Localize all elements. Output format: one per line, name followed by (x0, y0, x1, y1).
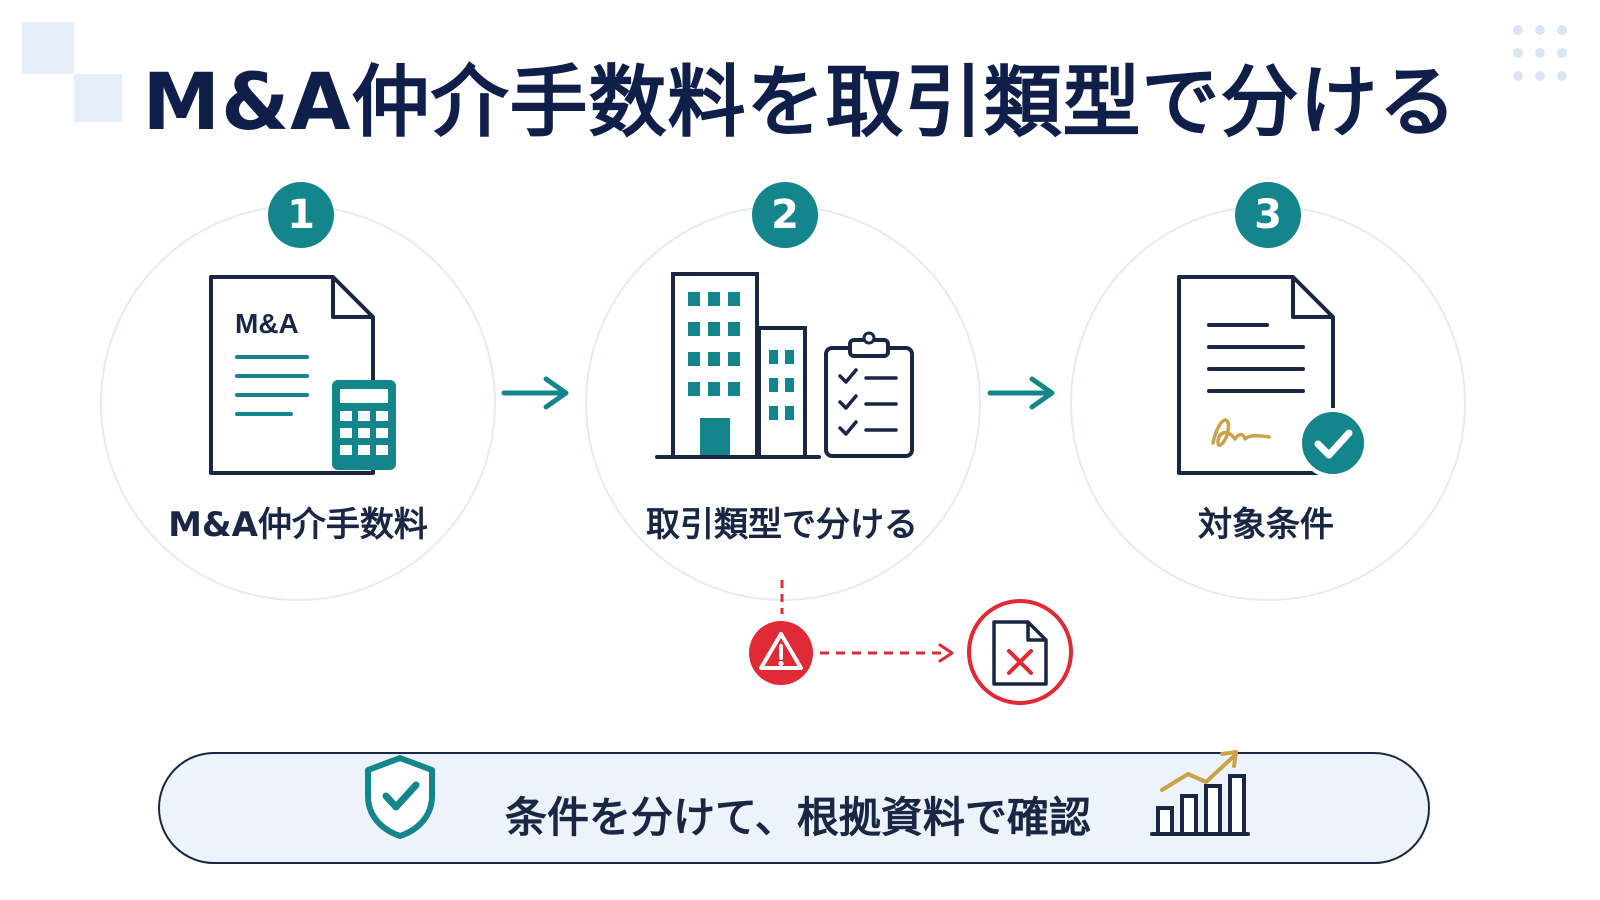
rejected-document-icon (967, 599, 1073, 705)
warning-branch-connector (780, 580, 784, 614)
step-1-number-badge: 1 (268, 182, 334, 248)
building-icon (655, 272, 821, 459)
decorative-dot-grid (1513, 25, 1567, 81)
calculator-icon (332, 380, 396, 470)
summary-text: 条件を分けて、根拠資料で確認 (505, 793, 1091, 842)
check-badge-icon (1298, 408, 1368, 478)
step-2-label: 取引類型で分ける (646, 505, 918, 545)
step-3-label: 対象条件 (1198, 505, 1334, 545)
step-2-number-badge: 2 (752, 182, 818, 248)
growth-chart-icon (1150, 750, 1250, 836)
dashed-arrow-right-icon (820, 643, 954, 663)
step-1-label: M&A仲介手数料 (168, 505, 428, 545)
signed-document-icon (1177, 275, 1335, 475)
arrow-right-icon (987, 376, 1055, 410)
decorative-square (22, 22, 74, 74)
shield-check-icon (365, 755, 435, 839)
arrow-right-icon (501, 376, 569, 410)
warning-icon (749, 621, 813, 685)
step-3-number-badge: 3 (1235, 182, 1301, 248)
clipboard-checklist-icon (824, 331, 914, 458)
page-title: M&A仲介手数料を取引類型で分ける (142, 58, 1458, 148)
document-icon-text: M&A (235, 308, 299, 339)
decorative-square (74, 74, 122, 122)
